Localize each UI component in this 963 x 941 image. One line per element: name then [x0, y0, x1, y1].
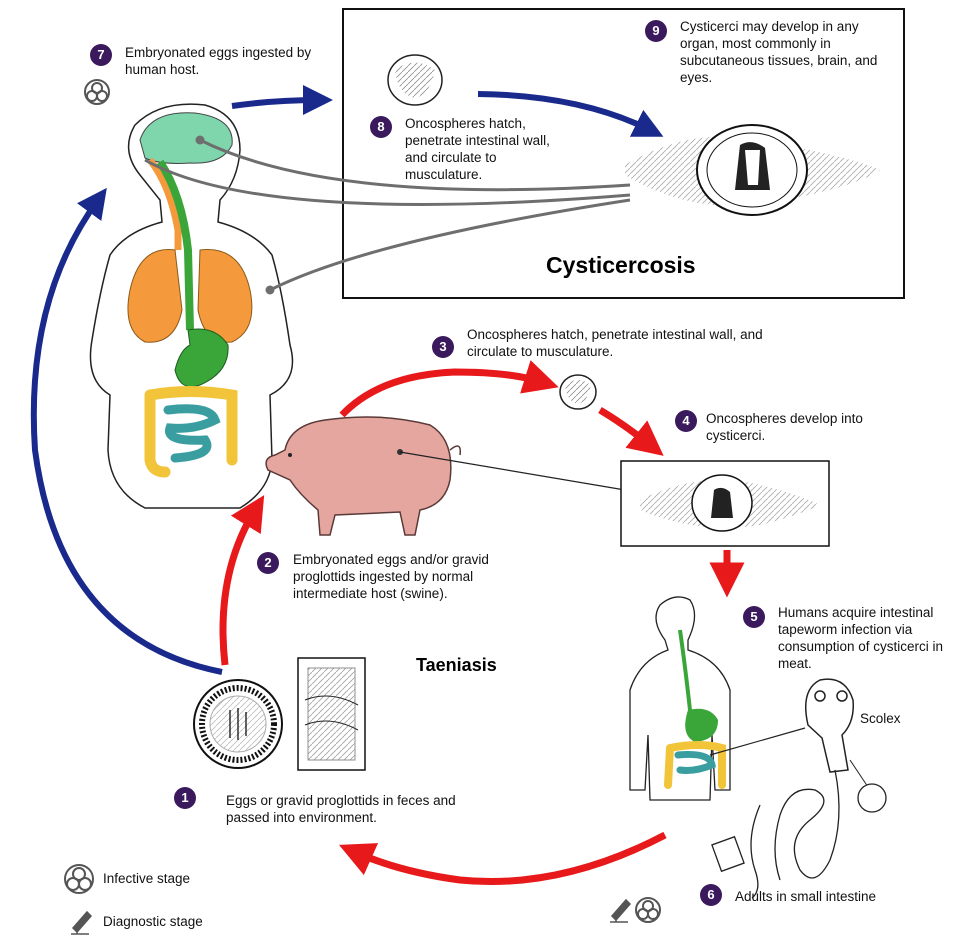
arrow-red-egg-to-pig: [223, 510, 255, 665]
pig-icon: [266, 417, 625, 535]
step-4-text: Oncospheres develop into cysticerci.: [706, 410, 876, 444]
cysticercosis-title: Cysticercosis: [546, 252, 696, 279]
step-2-badge: 2: [257, 552, 279, 574]
biohazard-icon: [65, 865, 93, 893]
step-1-badge: 1: [174, 787, 196, 809]
step-9-badge: 9: [645, 20, 667, 42]
cysticercus-in-tissue-small: [621, 461, 829, 546]
step-5-text: Humans acquire intestinal tapeworm infec…: [778, 604, 960, 672]
step-6-badge: 6: [700, 884, 722, 906]
taeniasis-title: Taeniasis: [416, 655, 497, 676]
step-2-text: Embryonated eggs and/or gravid proglotti…: [293, 551, 543, 602]
biohazard-icon: [636, 898, 660, 922]
step-3-text: Oncospheres hatch, penetrate intestinal …: [467, 326, 767, 360]
arrow-red-step3-to-4: [600, 410, 650, 445]
step-3-badge: 3: [432, 336, 454, 358]
legend-diagnostic-label: Diagnostic stage: [103, 914, 203, 929]
step-9-text: Cysticerci may develop in any organ, mos…: [680, 18, 880, 86]
gravid-proglottid-icon: [298, 658, 365, 770]
step-5-badge: 5: [743, 606, 765, 628]
arrow-red-adult-to-environment: [355, 835, 665, 882]
scolex-label: Scolex: [860, 710, 901, 727]
arrow-red-pig-to-step3: [342, 372, 542, 415]
step-8-text: Oncospheres hatch, penetrate intestinal …: [405, 115, 570, 183]
arrow-blue-step7-to-8: [232, 100, 318, 106]
step-7-text: Embryonated eggs ingested by human host.: [125, 44, 315, 78]
biohazard-icon: [85, 80, 109, 104]
cysticercus-in-tissue-large: [625, 125, 880, 215]
oncosphere-icon: [560, 375, 596, 409]
microscope-icon: [71, 912, 91, 934]
step-8-badge: 8: [370, 116, 392, 138]
step-4-badge: 4: [675, 410, 697, 432]
taenia-egg-icon: [194, 680, 282, 768]
step-6-text: Adults in small intestine: [735, 888, 935, 905]
oncosphere-icon: [388, 55, 442, 105]
microscope-icon: [610, 900, 630, 922]
step-1-text: Eggs or gravid proglottids in feces and …: [226, 792, 496, 826]
legend-infective-label: Infective stage: [103, 871, 190, 886]
step-7-badge: 7: [90, 44, 112, 66]
adult-tapeworm-icon: [712, 770, 839, 898]
